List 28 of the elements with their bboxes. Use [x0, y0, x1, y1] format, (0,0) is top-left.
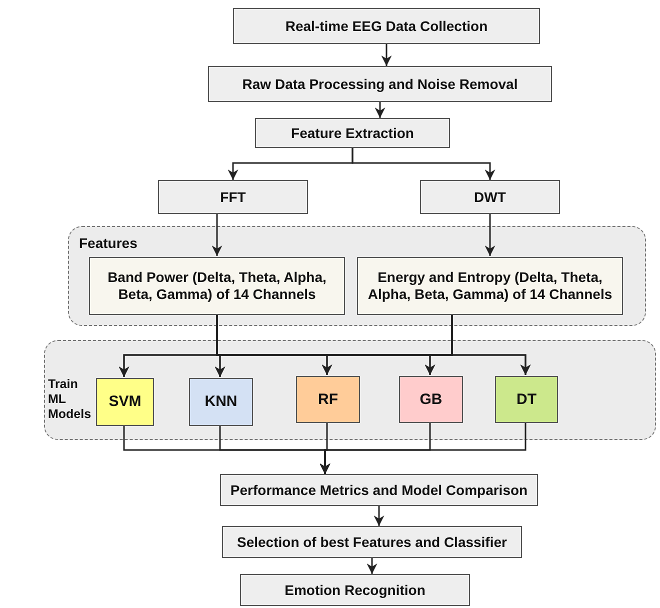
- process-box: FFT: [158, 180, 308, 214]
- group-title: Train ML Models: [48, 377, 92, 422]
- feature-box: Energy and Entropy (Delta, Theta, Alpha, Beta, Gamma) of 14 Channels: [357, 257, 623, 315]
- group-title: Features: [79, 235, 138, 252]
- arrow: [381, 44, 392, 66]
- arrow: [374, 102, 386, 118]
- feature-box: Band Power (Delta, Theta, Alpha, Beta, Gamma) of 14 Channels: [89, 257, 345, 315]
- arrow: [366, 558, 378, 574]
- model-box: GB: [399, 376, 463, 423]
- model-box: RF: [296, 376, 360, 423]
- process-box: Feature Extraction: [255, 118, 450, 148]
- model-box: DT: [495, 376, 558, 423]
- arrow: [212, 214, 222, 256]
- arrow: [484, 214, 496, 256]
- arrow: [374, 506, 384, 526]
- process-box: Real-time EEG Data Collection: [233, 8, 540, 44]
- arrow: [320, 422, 526, 474]
- group-panel: [44, 340, 656, 440]
- arrow: [352, 148, 496, 180]
- process-box: DWT: [420, 180, 560, 214]
- model-box: KNN: [189, 378, 253, 426]
- process-box: Emotion Recognition: [240, 574, 470, 606]
- process-box: Performance Metrics and Model Comparison: [220, 474, 538, 506]
- process-box: Raw Data Processing and Noise Removal: [208, 66, 552, 102]
- group-panel: [68, 226, 646, 326]
- arrow: [451, 314, 531, 375]
- process-box: Selection of best Features and Classifier: [222, 526, 522, 558]
- model-box: SVM: [96, 378, 154, 426]
